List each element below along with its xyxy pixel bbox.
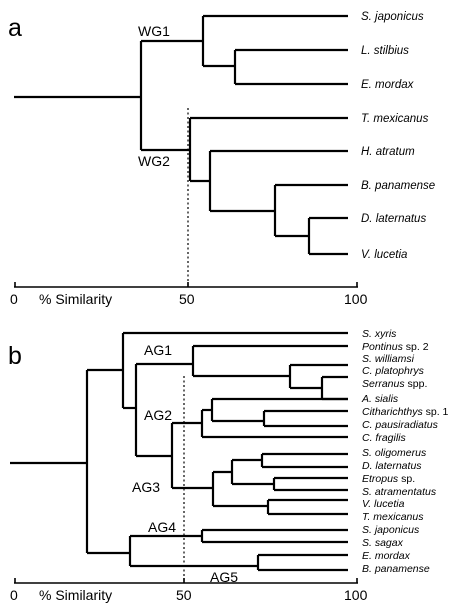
panel-b-axis: 0 % Similarity 50 100 xyxy=(10,578,368,603)
group-label-wg2: WG2 xyxy=(138,153,170,169)
taxon-label: Etropus sp. xyxy=(362,473,415,485)
axis-tick-label: 100 xyxy=(344,291,368,307)
taxon-label: S. williamsi xyxy=(362,353,415,365)
axis-title: % Similarity xyxy=(39,587,112,603)
taxon-label: D. laternatus xyxy=(361,213,426,225)
taxon-label: S. japonicus xyxy=(361,11,424,23)
taxon-label: A. sialis xyxy=(361,393,399,405)
taxon-label: L. stilbius xyxy=(361,45,409,57)
axis-tick-label: 100 xyxy=(344,587,368,603)
group-label-ag2: AG2 xyxy=(144,407,172,423)
panel-a: a xyxy=(8,11,435,307)
group-label-ag4: AG4 xyxy=(148,519,176,535)
taxon-label: V. lucetia xyxy=(361,249,407,261)
taxon-label: S. xyris xyxy=(362,328,397,340)
axis-tick-label: 0 xyxy=(10,291,18,307)
axis-tick-label: 50 xyxy=(179,291,195,307)
taxon-label: C. fragilis xyxy=(362,432,407,444)
group-label-wg1: WG1 xyxy=(138,23,170,39)
taxon-label: E. mordax xyxy=(362,550,411,562)
taxon-label: Citharichthys sp. 1 xyxy=(362,406,449,418)
taxon-label: S. oligomerus xyxy=(362,447,427,459)
panel-a-tree xyxy=(14,14,348,256)
taxon-label: S. japonicus xyxy=(362,524,420,536)
axis-title: % Similarity xyxy=(39,291,112,307)
taxon-label: B. panamense xyxy=(361,180,435,192)
taxon-label: Pontinus sp. 2 xyxy=(362,341,429,353)
taxon-label: C. pausiradiatus xyxy=(362,419,439,431)
axis-tick-label: 50 xyxy=(176,587,192,603)
axis-tick-label: 0 xyxy=(10,587,18,603)
taxon-label: T. mexicanus xyxy=(361,113,429,125)
group-label-ag3: AG3 xyxy=(132,479,160,495)
panel-a-axis: 0 % Similarity 50 100 xyxy=(10,282,368,307)
panel-a-label: a xyxy=(8,14,22,42)
panel-b-tree xyxy=(10,331,348,572)
taxon-label: T. mexicanus xyxy=(362,511,424,523)
group-label-ag5: AG5 xyxy=(210,569,238,585)
panel-b: b xyxy=(8,328,449,603)
panel-b-taxa: S. xyris Pontinus sp. 2 S. williamsi C. … xyxy=(361,328,449,575)
panel-a-taxa: S. japonicus L. stilbius E. mordax T. me… xyxy=(361,11,435,261)
taxon-label: D. laternatus xyxy=(362,460,422,472)
taxon-label: S. atramentatus xyxy=(362,486,437,498)
taxon-label: V. lucetia xyxy=(362,498,405,510)
taxon-label: H. atratum xyxy=(361,146,415,158)
taxon-label: S. sagax xyxy=(362,537,404,549)
taxon-label: Serranus spp. xyxy=(362,378,427,390)
taxon-label: B. panamense xyxy=(362,563,430,575)
taxon-label: C. platophrys xyxy=(362,365,425,377)
panel-b-label: b xyxy=(8,342,22,370)
group-label-ag1: AG1 xyxy=(144,342,172,358)
taxon-label: E. mordax xyxy=(361,79,415,91)
